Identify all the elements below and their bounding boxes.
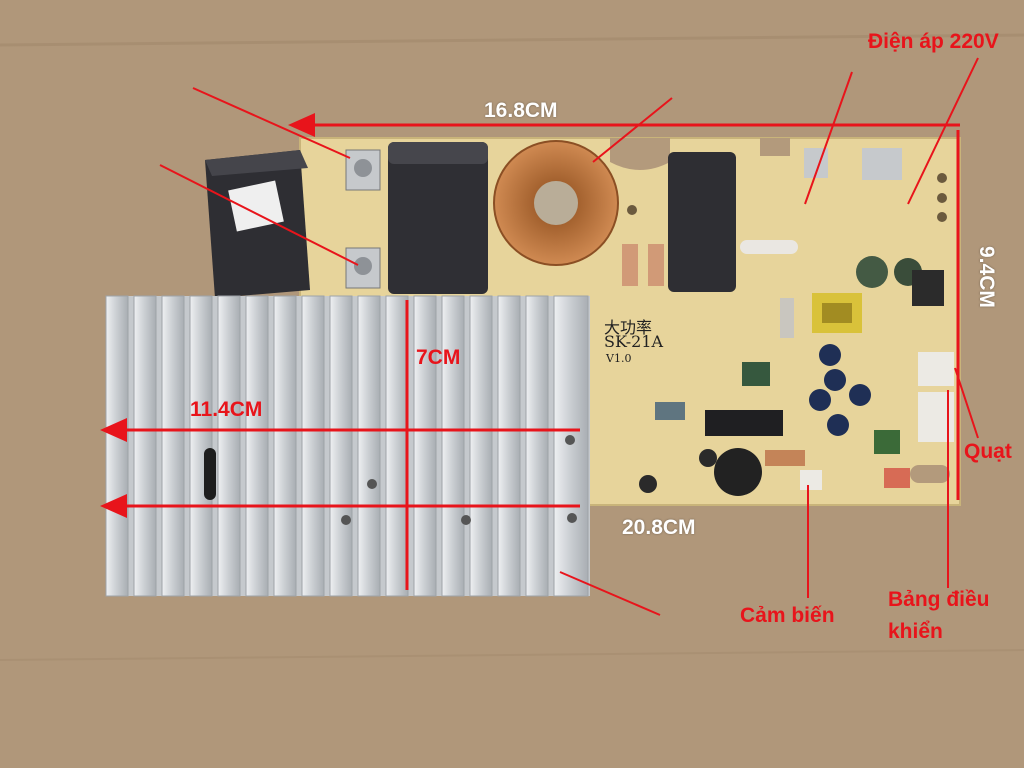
aluminium-heatsink xyxy=(105,295,590,597)
silkscreen-version: V1.0 xyxy=(606,352,632,365)
label-length-bottom: 20.8CM xyxy=(622,516,696,539)
label-fan: Quạt xyxy=(964,440,1012,463)
film-capacitor-right xyxy=(668,152,736,292)
silkscreen-chinese: 大功率 xyxy=(604,318,653,337)
label-heatsink-length: 11.4CM xyxy=(190,398,263,421)
silkscreen-model: SK-21A xyxy=(604,332,664,351)
label-control-panel-line1: Bảng điều xyxy=(888,588,990,611)
dimension-lines xyxy=(100,113,960,590)
label-voltage: Điện áp 220V xyxy=(868,30,999,53)
pointer-lines xyxy=(159,57,979,616)
label-length-top: 16.8CM xyxy=(484,99,558,122)
screw-terminal-left xyxy=(345,149,381,289)
label-heatsink-height: 7CM xyxy=(416,346,461,369)
label-width-right: 9.4CM xyxy=(975,246,998,308)
copper-toroid-coil xyxy=(493,140,619,266)
label-sensor: Cảm biến xyxy=(740,604,835,627)
film-capacitor-middle xyxy=(388,142,488,294)
label-control-panel-line2: khiển xyxy=(888,620,943,643)
film-capacitor-large xyxy=(205,150,310,298)
